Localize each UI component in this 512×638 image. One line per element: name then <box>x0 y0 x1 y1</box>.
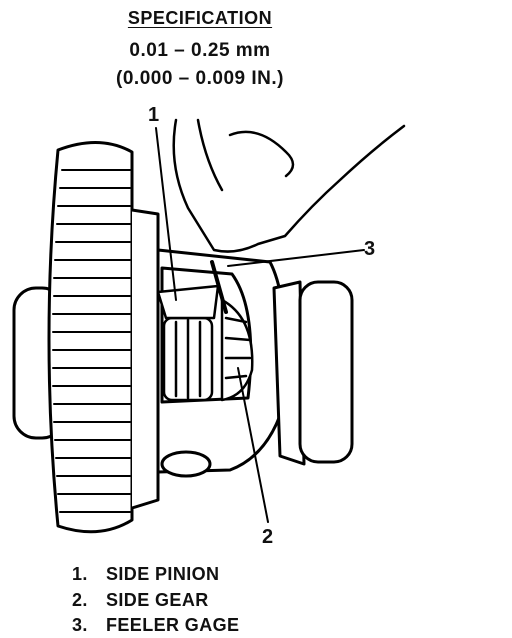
callout-3: 3 <box>364 238 376 260</box>
case-flange <box>130 208 160 510</box>
right-bearing-ring <box>272 280 306 466</box>
callout-1: 1 <box>148 104 160 126</box>
specification-title: SPECIFICATION <box>127 8 273 28</box>
legend-label: FEELER GAGE <box>106 615 240 635</box>
callout-1-leader <box>155 127 177 301</box>
right-bearing-hub <box>298 280 354 464</box>
case-boss <box>160 450 212 478</box>
feeler-gage-blade <box>210 260 228 314</box>
callout-2-leader <box>237 367 269 523</box>
ring-gear <box>47 140 134 534</box>
callout-3-leader <box>227 249 365 267</box>
specification-imperial: (0.000 – 0.009 IN.) <box>116 68 284 89</box>
legend-label: SIDE PINION <box>106 564 220 584</box>
callout-2: 2 <box>262 526 274 548</box>
legend-label: SIDE GEAR <box>106 590 209 610</box>
side-gear <box>220 298 254 402</box>
ring-gear-teeth <box>52 169 131 513</box>
legend-item-side-pinion: 1. SIDE PINION <box>72 564 219 585</box>
side-pinion-gear <box>156 284 220 402</box>
legend-number: 1. <box>72 564 88 584</box>
hand <box>172 118 406 253</box>
legend-number: 2. <box>72 590 88 610</box>
legend-item-side-gear: 2. SIDE GEAR <box>72 590 209 611</box>
legend-number: 3. <box>72 615 88 635</box>
specification-metric: 0.01 – 0.25 mm <box>129 40 271 61</box>
legend-item-feeler-gage: 3. FEELER GAGE <box>72 615 239 636</box>
